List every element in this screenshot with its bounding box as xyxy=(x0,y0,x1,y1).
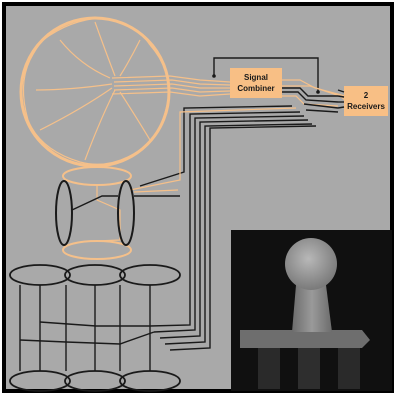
signal-combiner-block: Signal Combiner xyxy=(230,68,282,98)
mri-image-inset xyxy=(231,230,392,391)
receivers-block: 2 Receivers xyxy=(344,86,388,116)
receivers-label-line1: 2 xyxy=(364,91,369,100)
combiner-label-line1: Signal xyxy=(244,73,268,82)
receivers-label-line2: Receivers xyxy=(347,102,385,111)
control-wire xyxy=(213,57,319,92)
cable-bundle xyxy=(129,87,339,351)
loop-array xyxy=(9,264,181,392)
combiner-label-line2: Combiner xyxy=(237,84,274,93)
saddle-coil xyxy=(55,166,180,260)
array-coil xyxy=(19,16,231,168)
